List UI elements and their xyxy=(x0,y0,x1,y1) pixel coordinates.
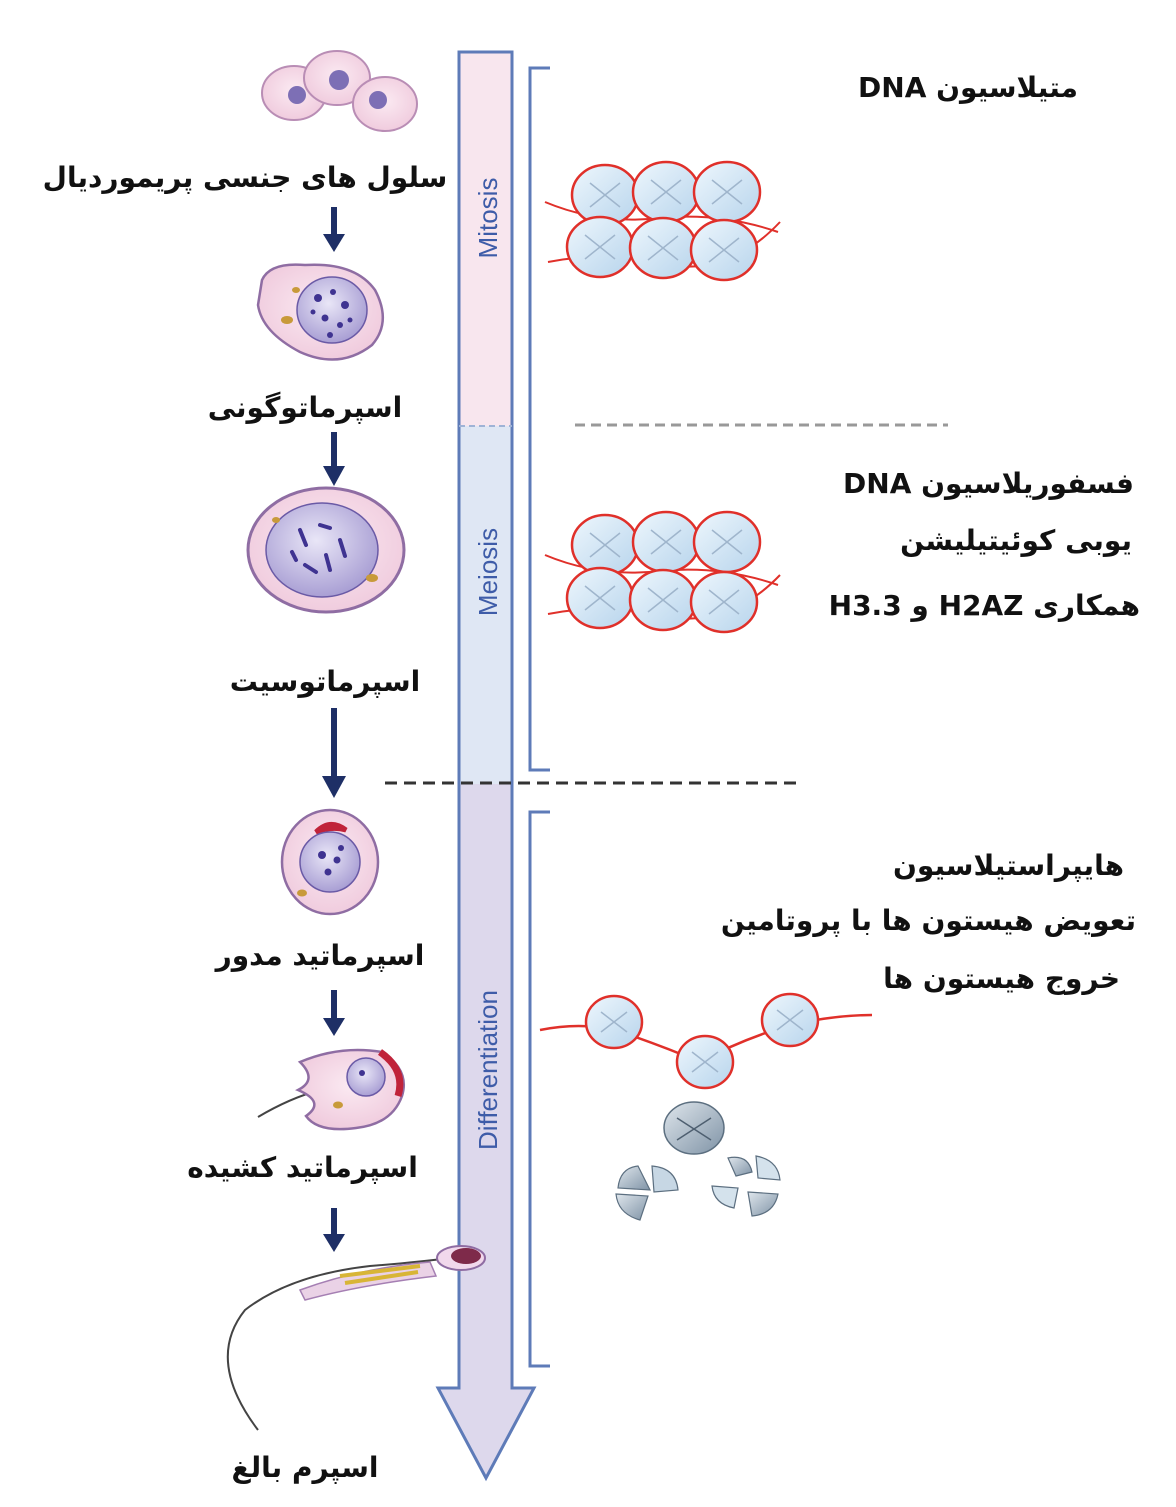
differentiation-band xyxy=(438,784,534,1478)
event-label-h2az-h33: همکاری H2AZ و H3.3 xyxy=(828,589,1140,622)
meiosis-band xyxy=(459,426,512,784)
event-label-dna-methylation: متیلاسیون DNA xyxy=(858,71,1078,104)
event-label-histone-eviction: خروج هیستون ها xyxy=(883,962,1120,995)
nucleosome-strand-differentiation xyxy=(539,992,873,1090)
phase-label-mitosis: Mitosis xyxy=(473,178,503,259)
round-spermatid-icon xyxy=(280,808,380,916)
arrow-outline xyxy=(435,50,537,1482)
elongated-spermatid-icon xyxy=(257,1048,405,1131)
nucleosome-cluster-mitosis xyxy=(544,160,781,282)
spermatogonia-icon xyxy=(256,263,384,361)
event-label-ubiquitylation: یوبی کوئیتیلیشن xyxy=(900,524,1132,557)
flow-arrow-2 xyxy=(323,432,345,486)
nucleosome-cluster-meiosis xyxy=(544,510,781,634)
stage-label-spermatocyte: اسپرماتوسیت xyxy=(229,665,421,698)
bracket-mitosis-meiosis xyxy=(528,66,550,772)
flow-arrows xyxy=(322,207,346,1252)
phase-arrow xyxy=(435,50,537,1482)
stage-label-round-spermatid: اسپرماتید مدور xyxy=(215,939,425,972)
event-label-dna-phosphorylation: فسفوریلاسیون DNA xyxy=(843,467,1134,500)
event-label-hyperacetylation: هایپراستیلاسیون xyxy=(893,849,1124,882)
flow-arrow-5 xyxy=(323,1208,345,1252)
stage-label-primordial-germ-cells: سلول های جنسی پریموردیال xyxy=(42,161,448,194)
stage-label-elongated-spermatid: اسپرماتید کشیده xyxy=(187,1151,418,1184)
flow-arrow-4 xyxy=(323,990,345,1036)
bracket-differentiation xyxy=(528,810,550,1368)
evicted-histone-fragments xyxy=(615,1101,781,1221)
event-label-histone-protamine-exchange: تعویض هیستون ها با پروتامین xyxy=(720,904,1136,937)
phase-label-meiosis: Meiosis xyxy=(473,528,503,616)
flow-arrow-1 xyxy=(323,207,345,252)
stage-label-spermatogonia: اسپرماتوگونی xyxy=(207,391,403,424)
mitosis-band xyxy=(459,52,512,426)
phase-label-differentiation: Differentiation xyxy=(473,990,503,1150)
stage-label-mature-sperm: اسپرم بالغ xyxy=(231,1451,379,1484)
spermatocyte-icon xyxy=(246,486,406,614)
primordial-germ-cells-icon xyxy=(261,50,418,132)
mature-sperm-icon xyxy=(226,1245,486,1431)
flow-arrow-3 xyxy=(322,708,346,798)
